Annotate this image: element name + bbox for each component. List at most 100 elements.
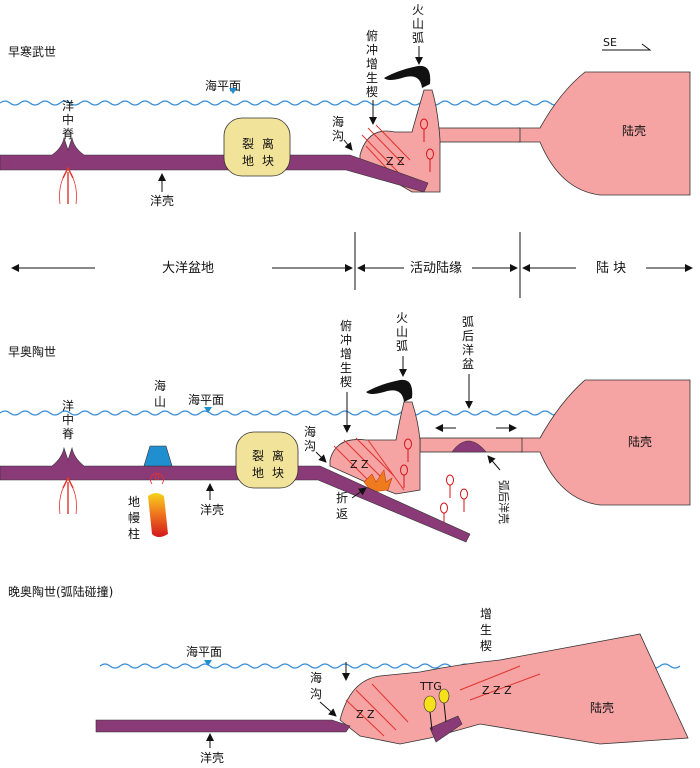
rift-block-char: 裂 [252, 449, 264, 463]
trench-char: 海 [310, 670, 322, 685]
direction-label: SE [603, 36, 617, 49]
ocean-crust-label-1: 洋壳 [150, 193, 174, 208]
accretion-char: 生 [480, 623, 492, 637]
rift-block-char: 地 [242, 154, 254, 168]
accretion-char: 冲 [340, 332, 352, 347]
seamount-char: 山 [154, 395, 166, 409]
volcano-plume-1 [384, 65, 431, 88]
backarc-char: 后 [462, 329, 474, 343]
ocean-crust-2 [0, 446, 471, 543]
plume-spirals [149, 473, 165, 485]
rift-block-char: 块 [272, 466, 284, 480]
rift-block-char: 裂 [242, 137, 254, 151]
backarc-char: 盆 [462, 357, 474, 371]
ocean-crust-1 [0, 136, 429, 193]
zone-block-label: 陆 块 [596, 260, 626, 276]
ocean-crust-label-2: 洋壳 [200, 502, 224, 517]
mid-ridge-char: 中 [62, 412, 74, 427]
plutons-2 [400, 438, 468, 526]
seamount-char: 海 [154, 378, 166, 393]
accretion-char: 增 [340, 347, 352, 361]
panel1-title: 早寒武世 [8, 44, 56, 59]
volcanic-arc-char: 山 [396, 325, 408, 339]
continent-label-1: 陆壳 [622, 123, 646, 138]
panel-early-cambrian: 早寒武世 SE 海平面 陆壳 Z Z [0, 3, 691, 208]
sea-level-wave-1 [0, 100, 561, 106]
thrusts-1 [361, 124, 411, 175]
mid-ridge-char: 脊 [62, 427, 74, 441]
thrusts-3 [345, 665, 541, 737]
backarc-crust-label: 弧后洋壳 [497, 480, 511, 524]
volcano-plume-2 [366, 379, 413, 402]
thrusts-2 [333, 437, 405, 491]
mantle-plume [148, 493, 168, 537]
ttg-label: TTG [419, 680, 442, 693]
sea-level-label-3: 海平面 [186, 644, 222, 659]
rift-block-char: 离 [262, 136, 274, 151]
backarc-char: 弧 [462, 315, 474, 329]
arc-wedge-2 [329, 401, 421, 495]
upwelling-arrows-2 [59, 476, 77, 515]
volcanic-arc-char: 火 [396, 311, 408, 325]
zone-basin-label: 大洋盆地 [162, 261, 214, 276]
accretion-char: 冲 [366, 42, 378, 57]
accretion-char: 生 [340, 361, 352, 375]
rift-block-char: 块 [262, 154, 274, 168]
accretion-char: 俯 [340, 318, 352, 333]
continent-block-2 [519, 379, 691, 506]
mid-ridge-char: 中 [62, 112, 74, 127]
collision-body [339, 633, 689, 745]
fault-marks-2: Z Z [350, 458, 369, 471]
trench-char: 沟 [304, 439, 316, 453]
accretion-char: 增 [366, 57, 378, 71]
volcanic-arc-char: 山 [412, 17, 424, 31]
rift-block-char: 地 [252, 466, 264, 480]
fault-marks-3: Z Z [356, 708, 375, 721]
panel-early-ordovician: 早奥陶世 海平面 陆壳 Z Z 裂 [0, 311, 691, 543]
sea-level-marker-3 [204, 660, 212, 666]
sea-level-wave-2 [0, 410, 571, 416]
exhumation-marker [363, 469, 393, 493]
volcanic-arc-char: 弧 [412, 31, 424, 45]
sea-level-marker-2 [204, 407, 212, 413]
rift-block-2 [235, 431, 299, 489]
continent-label-3: 陆壳 [590, 700, 614, 715]
trench-char: 海 [304, 424, 316, 439]
volcanic-arc-char: 火 [412, 3, 424, 17]
slab-remnant [429, 715, 463, 743]
volcanic-arc-char: 弧 [396, 339, 408, 353]
direction-indicator: SE [602, 36, 652, 51]
ocean-crust-label-3: 洋壳 [200, 750, 224, 765]
trench-char: 沟 [332, 129, 344, 143]
panel-late-ordovician: 晚奥陶世(弧陆碰撞) 海平面 陆壳 Z Z Z Z Z TTG 海 沟 [8, 584, 689, 765]
panel2-title: 早奥陶世 [8, 344, 56, 359]
fault-marks-3b: Z Z Z [482, 684, 512, 697]
exhumation-char: 返 [336, 507, 348, 521]
continent-label-2: 陆壳 [628, 434, 652, 449]
fault-marks-1: Z Z [386, 155, 405, 168]
sea-level-marker [229, 88, 237, 94]
plume-char: 柱 [128, 526, 140, 541]
plume-char: 地 [128, 495, 140, 509]
zone-bar: 大洋盆地 活动陆缘 陆 块 [11, 232, 693, 298]
ttg-plutons [423, 688, 450, 731]
continent-block-1 [517, 71, 691, 196]
accretion-char: 楔 [366, 85, 378, 99]
rift-block-1 [223, 117, 291, 177]
sea-level-label: 海平面 [205, 78, 241, 93]
accretion-char: 增 [480, 607, 492, 621]
mid-ridge-char: 洋 [62, 98, 74, 113]
backarc-char: 洋 [462, 342, 474, 357]
seamount-shape [143, 445, 173, 467]
accretion-char: 俯 [366, 28, 378, 43]
rift-block-char: 离 [272, 448, 284, 463]
sea-level-label-2: 海平面 [188, 392, 224, 407]
mid-ridge-char: 脊 [62, 127, 74, 141]
panel3-title: 晚奥陶世(弧陆碰撞) [8, 584, 113, 599]
ocean-crust-3 [95, 719, 351, 733]
accretion-char: 生 [366, 71, 378, 85]
plume-char: 幔 [128, 510, 140, 525]
accretion-char: 楔 [340, 375, 352, 389]
shelf-1 [437, 127, 521, 143]
